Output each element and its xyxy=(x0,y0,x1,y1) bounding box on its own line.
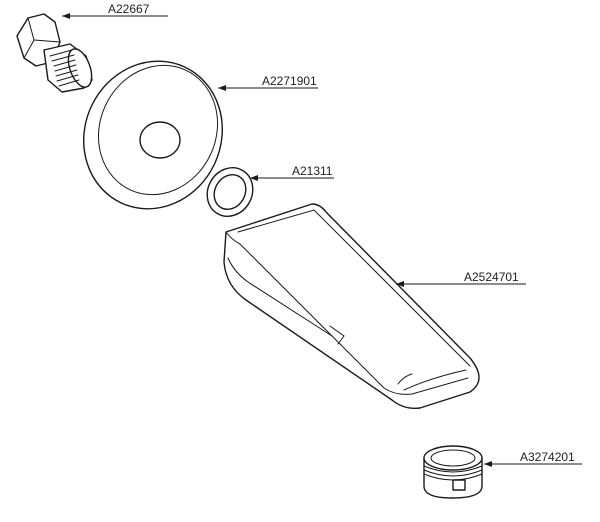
adapter-part xyxy=(16,13,93,93)
escutcheon-part xyxy=(82,60,224,210)
part-label-escutcheon: A2271901 xyxy=(262,74,317,88)
o-ring-part xyxy=(206,167,254,217)
label-group-escutcheon: A2271901 xyxy=(218,74,318,91)
label-group-adapter: A22667 xyxy=(62,2,168,19)
aerator-part xyxy=(423,445,483,499)
label-group-o-ring: A21311 xyxy=(250,164,334,181)
part-label-o-ring: A21311 xyxy=(292,164,333,178)
label-group-aerator: A3274201 xyxy=(484,450,582,467)
part-label-aerator: A3274201 xyxy=(520,450,575,464)
label-group-spout: A2524701 xyxy=(396,270,526,287)
part-label-adapter: A22667 xyxy=(108,2,150,16)
part-label-spout: A2524701 xyxy=(464,270,519,284)
spout-part xyxy=(223,203,480,410)
